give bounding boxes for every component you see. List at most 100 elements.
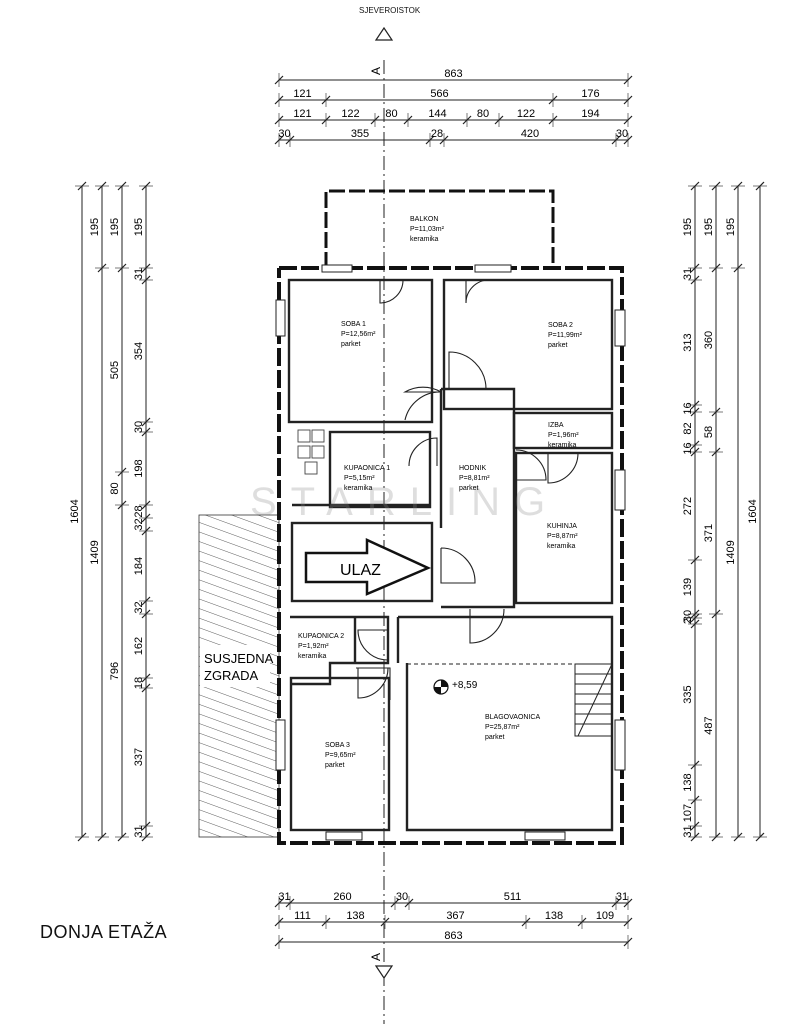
- dimension-label: 1604: [747, 499, 759, 523]
- windows: [275, 264, 626, 841]
- dimension-label: 31: [133, 825, 145, 837]
- dimension-label: 30: [133, 421, 145, 433]
- dimension-label: 511: [504, 891, 522, 903]
- dimension-label: 371: [703, 524, 715, 542]
- dimension-label: 1409: [89, 540, 101, 564]
- svg-text:parket: parket: [485, 734, 505, 741]
- section-marker-bottom: A: [369, 953, 383, 961]
- svg-text:KUPAONICA 1: KUPAONICA 1: [344, 465, 390, 472]
- interior-walls: [287, 278, 614, 832]
- dimension-label: 195: [133, 218, 145, 236]
- dimension-label: 28: [431, 128, 443, 140]
- room-kuhinja: KUHINJA P=8,87m² keramika: [547, 523, 578, 550]
- dimension-label: 198: [133, 459, 145, 477]
- svg-text:BLAGOVAONICA: BLAGOVAONICA: [485, 714, 540, 721]
- bathroom-fixtures: [297, 429, 325, 475]
- dimension-label: 144: [428, 108, 446, 120]
- room-soba-3: SOBA 3 P=9,65m² parket: [325, 742, 356, 769]
- dimension-label: 796: [109, 662, 121, 680]
- dimension-label: 162: [133, 637, 145, 655]
- dimension-label: 863: [444, 68, 462, 80]
- dimension-label: 30: [682, 610, 694, 622]
- doors: [356, 279, 579, 700]
- level-label: +8,59: [452, 680, 478, 691]
- dimension-label: 194: [581, 108, 599, 120]
- svg-text:P=1,96m²: P=1,96m²: [548, 432, 579, 439]
- dimension-label: 121: [293, 88, 311, 100]
- svg-text:keramika: keramika: [344, 485, 373, 492]
- svg-text:P=11,99m²: P=11,99m²: [548, 332, 583, 339]
- dimension-label: 121: [293, 108, 311, 120]
- room-soba-1: SOBA 1 P=12,56m² parket: [341, 321, 376, 348]
- dimension-label: 80: [385, 108, 397, 120]
- dimension-label: 367: [446, 910, 464, 922]
- dimension-label: 138: [346, 910, 364, 922]
- dimension-label: 195: [725, 218, 737, 236]
- svg-text:parket: parket: [341, 341, 361, 348]
- svg-text:IZBA: IZBA: [548, 422, 564, 429]
- dimension-label: 58: [703, 426, 715, 438]
- room-blagovaonica: BLAGOVAONICA P=25,87m² parket: [485, 714, 540, 741]
- svg-text:parket: parket: [459, 485, 479, 492]
- dimension-label: 335: [682, 685, 694, 703]
- dimension-label: 122: [341, 108, 359, 120]
- watermark: STARLING: [250, 480, 559, 524]
- balcony-outline: [324, 189, 555, 268]
- room-soba-2: SOBA 2 P=11,99m² parket: [548, 322, 583, 349]
- dimension-label: 16: [682, 442, 694, 454]
- svg-text:parket: parket: [325, 762, 345, 769]
- section-axis: [374, 26, 394, 1024]
- dimension-label: 487: [703, 716, 715, 734]
- dimension-label: 505: [109, 361, 121, 379]
- svg-text:P=11,03m²: P=11,03m²: [410, 226, 445, 233]
- svg-text:SOBA 2: SOBA 2: [548, 322, 573, 329]
- svg-text:P=5,15m²: P=5,15m²: [344, 475, 375, 482]
- svg-text:P=8,81m²: P=8,81m²: [459, 475, 490, 482]
- svg-text:parket: parket: [548, 342, 568, 349]
- dimension-label: 1604: [69, 499, 81, 523]
- svg-text:P=25,87m²: P=25,87m²: [485, 724, 520, 731]
- svg-text:keramika: keramika: [547, 543, 576, 550]
- dimension-label: 184: [133, 557, 145, 575]
- neighbor-label-2: ZGRADA: [204, 668, 259, 683]
- svg-text:KUHINJA: KUHINJA: [547, 523, 577, 530]
- svg-text:P=9,65m²: P=9,65m²: [325, 752, 356, 759]
- dimension-label: 420: [521, 128, 539, 140]
- dimension-label: 1409: [725, 540, 737, 564]
- svg-text:P=12,56m²: P=12,56m²: [341, 331, 376, 338]
- dimension-label: 16: [682, 402, 694, 414]
- dimension-label: 313: [682, 333, 694, 351]
- dimension-label: 863: [444, 930, 462, 942]
- dimension-label: 122: [517, 108, 535, 120]
- dimension-label: 31: [133, 268, 145, 280]
- svg-text:SOBA 1: SOBA 1: [341, 321, 366, 328]
- svg-text:KUPAONICA 2: KUPAONICA 2: [298, 633, 344, 640]
- dimension-label: 28: [133, 505, 145, 517]
- svg-text:P=1,92m²: P=1,92m²: [298, 643, 329, 650]
- svg-text:SOBA 3: SOBA 3: [325, 742, 350, 749]
- svg-text:HODNIK: HODNIK: [459, 465, 487, 472]
- neighbor-building: [198, 514, 280, 838]
- dimension-label: 32: [133, 601, 145, 613]
- dimension-label: 31: [682, 825, 694, 837]
- dimension-label: 138: [682, 773, 694, 791]
- dimension-label: 31: [278, 891, 290, 903]
- svg-text:P=8,87m²: P=8,87m²: [547, 533, 578, 540]
- dimension-label: 138: [545, 910, 563, 922]
- dim-left-total: 1604: [69, 181, 89, 842]
- dimension-label: 2: [682, 618, 694, 624]
- dimension-label: 195: [703, 218, 715, 236]
